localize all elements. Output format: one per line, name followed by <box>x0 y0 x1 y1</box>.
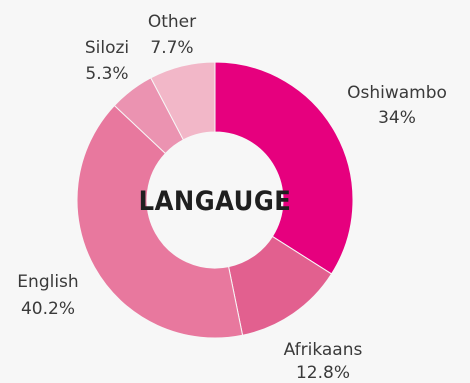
center-label: LANGAUGE <box>139 186 292 217</box>
label-english-name: English <box>17 272 78 292</box>
label-silozi-value: 5.3% <box>85 64 128 84</box>
slice-english <box>76 104 244 339</box>
slice-other <box>150 61 216 141</box>
label-oshiwambo-value: 34% <box>378 108 416 128</box>
label-other-name: Other <box>148 12 196 32</box>
label-oshiwambo-name: Oshiwambo <box>347 83 447 103</box>
donut-slices <box>76 61 354 339</box>
label-afrikaans-name: Afrikaans <box>284 340 363 360</box>
label-other-value: 7.7% <box>150 38 193 58</box>
label-afrikaans-value: 12.8% <box>296 363 350 383</box>
slice-oshiwambo <box>214 61 354 275</box>
label-silozi-name: Silozi <box>85 38 129 58</box>
label-english-value: 40.2% <box>21 299 75 319</box>
